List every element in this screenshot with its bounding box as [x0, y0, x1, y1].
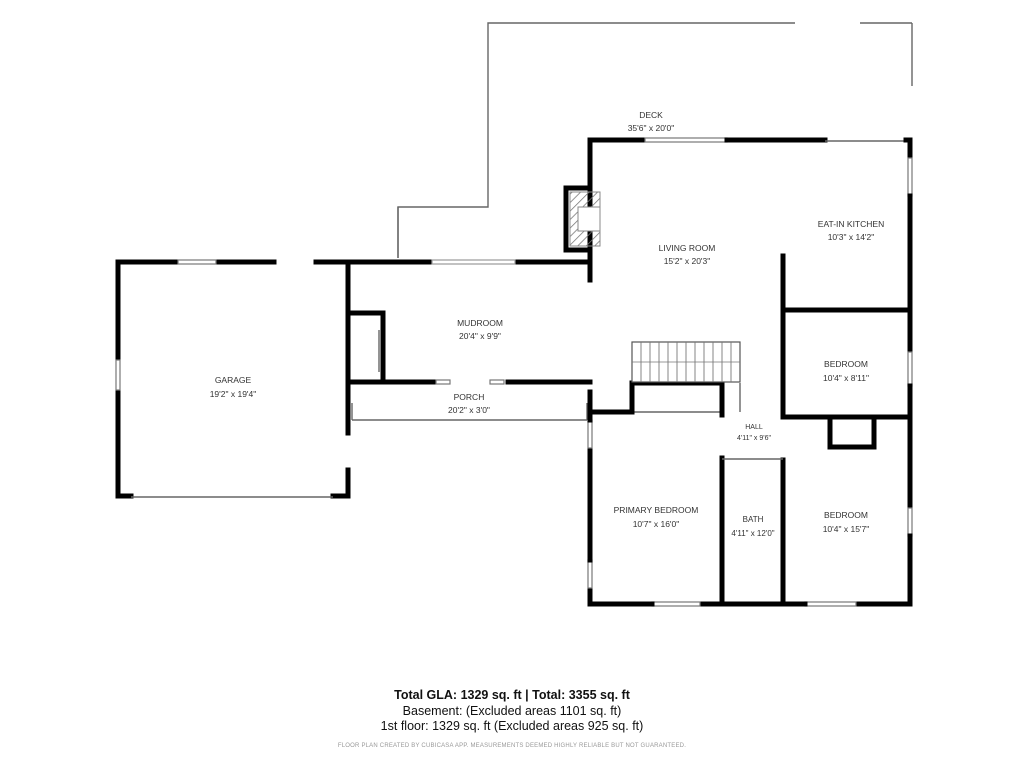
room-dims: 10'4" x 8'11" — [823, 373, 869, 383]
room-name: BEDROOM — [824, 510, 868, 520]
room-dims: 10'7" x 16'0" — [633, 519, 680, 529]
room-dims: 10'3" x 14'2" — [828, 232, 875, 242]
room-label-deck: DECK 35'6" x 20'0" — [628, 110, 675, 133]
room-label-bedroom2: BEDROOM 10'4" x 15'7" — [823, 510, 870, 534]
room-name: PORCH — [454, 392, 485, 402]
stairs — [631, 341, 741, 383]
room-dims: 19'2" x 19'4" — [210, 389, 257, 399]
room-dims: 4'11" x 12'0" — [731, 529, 774, 538]
room-dims: 20'2" x 3'0" — [448, 405, 490, 415]
room-label-bedroom1: BEDROOM 10'4" x 8'11" — [823, 359, 869, 383]
room-label-mudroom: MUDROOM 20'4" x 9'9" — [457, 318, 503, 341]
room-name: DECK — [639, 110, 663, 120]
room-dims: 10'4" x 15'7" — [823, 524, 870, 534]
room-label-garage: GARAGE 19'2" x 19'4" — [210, 375, 257, 399]
room-label-hall: HALL 4'11" x 9'6" — [737, 424, 771, 442]
room-name: GARAGE — [215, 375, 252, 385]
first-floor-area: 1st floor: 1329 sq. ft (Excluded areas 9… — [380, 719, 644, 733]
room-dims: 4'11" x 9'6" — [737, 435, 771, 442]
room-label-kitchen: EAT-IN KITCHEN 10'3" x 14'2" — [818, 219, 884, 242]
mudroom-walls — [345, 259, 593, 421]
room-label-porch: PORCH 20'2" x 3'0" — [448, 392, 490, 415]
room-label-bath: BATH 4'11" x 12'0" — [731, 515, 774, 538]
room-label-primary: PRIMARY BEDROOM 10'7" x 16'0" — [614, 505, 699, 529]
room-name: PRIMARY BEDROOM — [614, 505, 699, 515]
room-name: BATH — [743, 515, 764, 524]
garage-walls — [115, 259, 351, 499]
room-name: EAT-IN KITCHEN — [818, 219, 884, 229]
disclaimer: FLOOR PLAN CREATED BY CUBICASA APP. MEAS… — [337, 743, 687, 749]
room-dims: 20'4" x 9'9" — [459, 331, 501, 341]
room-name: HALL — [745, 424, 763, 431]
room-name: BEDROOM — [824, 359, 868, 369]
room-name: LIVING ROOM — [659, 243, 716, 253]
room-name: MUDROOM — [457, 318, 503, 328]
total-area: Total GLA: 1329 sq. ft | Total: 3355 sq.… — [394, 688, 630, 702]
room-dims: 15'2" x 20'3" — [664, 256, 711, 266]
room-label-living: LIVING ROOM 15'2" x 20'3" — [659, 243, 716, 266]
basement-area: Basement: (Excluded areas 1101 sq. ft) — [402, 704, 622, 718]
deck-outline — [397, 22, 913, 258]
fireplace — [563, 185, 601, 253]
house-walls — [587, 137, 913, 607]
interior-walls — [591, 253, 911, 607]
room-dims: 35'6" x 20'0" — [628, 123, 675, 133]
